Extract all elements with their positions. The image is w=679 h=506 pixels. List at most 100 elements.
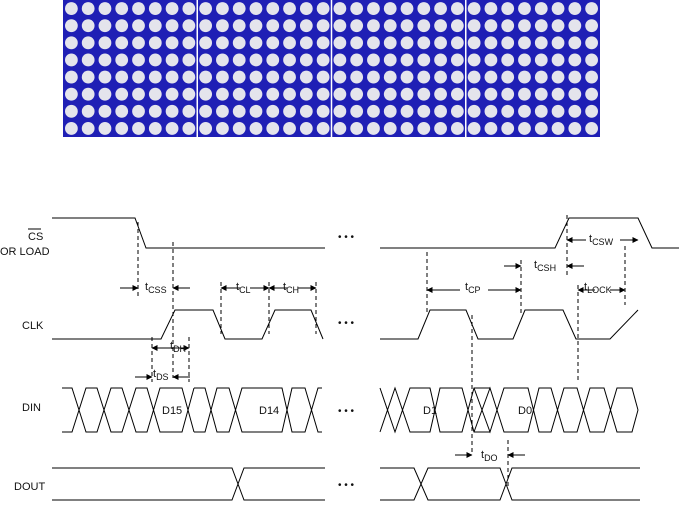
led-dot [249,19,263,33]
tdh-label: tDH [170,340,186,354]
tdo-label: tDO [481,449,498,463]
led-dot [467,19,481,33]
led-dot [132,104,145,118]
led-dot [232,104,246,118]
led-dot [333,53,347,67]
led-dot [568,87,582,101]
led-dot [350,122,364,135]
tcsh-label: tCSH [534,259,556,273]
tlock-label: tLOCK [584,281,612,295]
led-dot [98,2,112,15]
led-dot [568,122,582,135]
led-dot [216,2,229,15]
led-dot [367,36,380,50]
led-dot [65,104,78,118]
led-dot [232,36,246,50]
led-dot [585,70,598,84]
led-dot [65,19,78,33]
led-dot [165,2,179,15]
led-dot [216,122,229,135]
led-dot [98,87,112,101]
led-dot [132,36,145,50]
ellipsis-clk: • • • [338,318,355,329]
cs-waveform [52,217,679,249]
led-dot [148,104,162,118]
led-dot [417,122,431,135]
led-dot [534,19,548,33]
led-dot [585,2,598,15]
led-dot [467,53,481,67]
led-dot [266,19,280,33]
led-dot [98,122,112,135]
led-dot [467,2,481,15]
led-dot [266,53,280,67]
tch-label: tCH [283,281,299,295]
led-dot [232,2,246,15]
led-dot [115,53,129,67]
led-dot [518,70,531,84]
led-dot [551,53,565,67]
led-dot [534,87,548,101]
cs-bar-label: CS [28,231,43,243]
led-dot [132,53,145,67]
led-dot [65,122,78,135]
led-dot [450,122,464,135]
led-dot [417,19,431,33]
timing-labels: tCSS tCL tCH tDH tDS tCP tCSH tCSW tLOCK… [145,233,614,463]
led-dot [81,53,95,67]
led-dot [367,2,380,15]
led-dot [182,19,196,33]
led-dot [450,70,464,84]
led-dot [165,104,179,118]
led-dot [417,53,431,67]
led-dot [350,53,364,67]
led-dot [148,19,162,33]
led-dot [65,70,78,84]
led-dot [467,122,481,135]
led-module [199,2,330,135]
led-dot [400,104,414,118]
ellipsis-dout: • • • [338,480,355,491]
led-dot [299,19,313,33]
led-dot [216,19,229,33]
led-dot [383,2,397,15]
led-dot [450,53,464,67]
led-dot [568,104,582,118]
led-dot [199,87,213,101]
led-dot [350,70,364,84]
led-dot [132,19,145,33]
din-bit-labels: D15 D14 D1 D0 [162,405,532,417]
led-dot [65,2,78,15]
led-module [467,2,598,135]
led-dot [383,122,397,135]
led-dot [501,36,515,50]
tcp-label: tCP [465,281,481,295]
led-dot [585,19,598,33]
led-dot [283,70,296,84]
led-dot [249,36,263,50]
d0-label: D0 [518,405,532,417]
led-dot [434,36,447,50]
led-dot [551,122,565,135]
led-dot [518,104,531,118]
led-dot [333,36,347,50]
led-dot [585,122,598,135]
led-dot [450,2,464,15]
led-module [65,2,196,135]
led-dot [81,104,95,118]
led-dot [81,70,95,84]
led-dot [333,87,347,101]
led-dot [199,104,213,118]
led-dot [518,122,531,135]
led-dot [518,36,531,50]
led-matrix-display [63,0,600,137]
led-dot [65,53,78,67]
led-dot [316,53,330,67]
led-dot [400,53,414,67]
led-dot [450,19,464,33]
led-dot [165,87,179,101]
led-dot [115,122,129,135]
led-dot [165,122,179,135]
ellipsis-markers: • • • • • • • • • • • • [338,232,355,491]
led-dot [81,2,95,15]
